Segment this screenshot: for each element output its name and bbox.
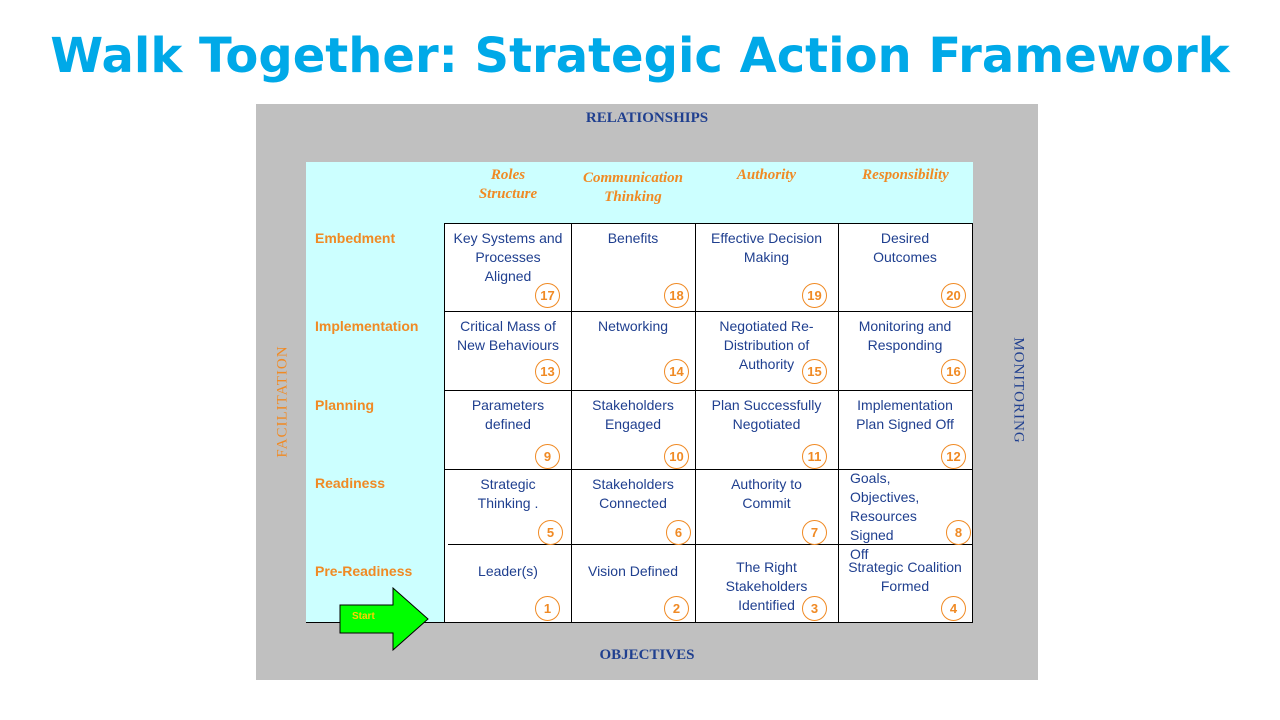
step-number: 10 xyxy=(664,444,689,469)
monitoring-label: MONITORING xyxy=(1010,337,1027,444)
column-header-communication: Communication Thinking xyxy=(571,169,695,207)
cell-text: Vision Defined xyxy=(587,563,679,579)
grid-line xyxy=(444,223,973,224)
cell-text: Plan Successfully Negotiated xyxy=(711,397,822,432)
step-number: 12 xyxy=(941,444,966,469)
cell-text: Parameters defined xyxy=(471,397,545,432)
column-header-line: Thinking xyxy=(604,189,662,205)
grid-line xyxy=(444,223,445,622)
cell-text: Implementation Plan Signed Off xyxy=(856,397,954,432)
cell-5: Strategic Thinking . xyxy=(445,470,571,544)
cell-text: Goals, Objectives, Resources Signed Off xyxy=(850,470,920,562)
cell-6: Stakeholders Connected xyxy=(571,470,695,544)
column-header-roles: Roles Structure xyxy=(445,166,571,204)
cell-text: Negotiated Re-Distribution of Authority xyxy=(719,318,814,372)
row-header-pre-readiness: Pre-Readiness xyxy=(315,563,413,579)
cell-12: Implementation Plan Signed Off xyxy=(838,391,972,469)
grid-line xyxy=(306,622,973,623)
step-number: 8 xyxy=(946,520,971,545)
cell-10: Stakeholders Engaged xyxy=(571,391,695,469)
column-header-line: Structure xyxy=(478,186,538,202)
page-title: Walk Together: Strategic Action Framewor… xyxy=(50,28,1230,84)
cell-text: Authority to Commit xyxy=(731,476,802,511)
grid-line xyxy=(972,223,973,622)
cell-text: Monitoring and Responding xyxy=(858,318,952,353)
grid-line xyxy=(571,223,572,622)
row-header-embedment: Embedment xyxy=(315,230,396,246)
step-number: 9 xyxy=(535,444,560,469)
column-header-responsibility: Responsibility xyxy=(838,166,973,185)
step-number: 3 xyxy=(802,596,827,621)
cell-text: Strategic Thinking . xyxy=(477,476,539,511)
grid-line xyxy=(444,469,973,470)
row-header-implementation: Implementation xyxy=(315,318,419,334)
column-header-line: Roles xyxy=(490,167,526,183)
step-number: 19 xyxy=(802,283,827,308)
cell-4: Strategic Coalition Formed xyxy=(838,553,972,622)
cell-7: Authority to Commit xyxy=(695,470,838,544)
cell-3: The Right Stakeholders Identified xyxy=(695,553,838,622)
grid-line xyxy=(695,223,696,622)
step-number: 13 xyxy=(535,359,560,384)
grid-line xyxy=(444,390,973,391)
step-number: 6 xyxy=(666,520,691,545)
step-number: 7 xyxy=(802,520,827,545)
cell-8: Goals, Objectives, Resources Signed Off xyxy=(838,466,972,562)
cell-text: Stakeholders Connected xyxy=(592,476,674,511)
step-number: 4 xyxy=(941,596,966,621)
step-number: 1 xyxy=(535,596,560,621)
relationships-label: RELATIONSHIPS xyxy=(585,110,709,126)
cell-9: Parameters defined xyxy=(445,391,571,469)
step-number: 11 xyxy=(802,444,827,469)
step-number: 20 xyxy=(941,283,966,308)
step-number: 2 xyxy=(664,596,689,621)
cell-text: Leader(s) xyxy=(478,563,538,579)
step-number: 15 xyxy=(802,359,827,384)
cell-text: Effective Decision Making xyxy=(710,230,822,265)
step-number: 5 xyxy=(538,520,563,545)
step-number: 18 xyxy=(664,283,689,308)
cell-19: Effective Decision Making xyxy=(695,224,838,311)
facilitation-label: FACILITATION xyxy=(274,345,291,458)
cell-17: Key Systems and Processes Aligned xyxy=(445,224,571,311)
column-header-line: Communication xyxy=(582,170,684,186)
cell-15: Negotiated Re-Distribution of Authority xyxy=(695,312,838,390)
column-header-authority: Authority xyxy=(695,166,838,185)
objectives-label: OBJECTIVES xyxy=(599,647,695,663)
cell-13: Critical Mass of New Behaviours xyxy=(445,312,571,390)
cell-1: Leader(s) xyxy=(445,557,571,622)
start-arrow-icon xyxy=(339,587,429,651)
cell-text: Critical Mass of New Behaviours xyxy=(457,318,559,353)
cell-text: Key Systems and Processes Aligned xyxy=(453,230,563,284)
cell-11: Plan Successfully Negotiated xyxy=(695,391,838,469)
framework-grid xyxy=(445,223,973,622)
cell-text: Benefits xyxy=(607,230,659,246)
cell-2: Vision Defined xyxy=(571,557,695,622)
cell-text: Networking xyxy=(597,318,669,334)
step-number: 14 xyxy=(664,359,689,384)
step-number: 17 xyxy=(535,283,560,308)
grid-line xyxy=(838,223,839,622)
column-header-line: Authority xyxy=(736,167,797,183)
step-number: 16 xyxy=(941,359,966,384)
start-label: Start xyxy=(352,611,375,622)
row-header-band xyxy=(306,162,445,622)
cell-text: The Right Stakeholders Identified xyxy=(725,559,808,613)
row-header-planning: Planning xyxy=(315,397,375,413)
cell-text: Strategic Coalition Formed xyxy=(848,559,962,594)
column-header-line: Responsibility xyxy=(862,167,949,183)
grid-line xyxy=(444,311,973,312)
cell-16: Monitoring and Responding xyxy=(838,312,972,390)
row-header-readiness: Readiness xyxy=(315,475,386,491)
cell-text: Desired Outcomes xyxy=(873,230,937,265)
cell-20: Desired Outcomes xyxy=(838,224,972,311)
grid-line xyxy=(448,544,973,545)
cell-14: Networking xyxy=(571,312,695,390)
cell-text: Stakeholders Engaged xyxy=(592,397,674,432)
cell-18: Benefits xyxy=(571,224,695,311)
